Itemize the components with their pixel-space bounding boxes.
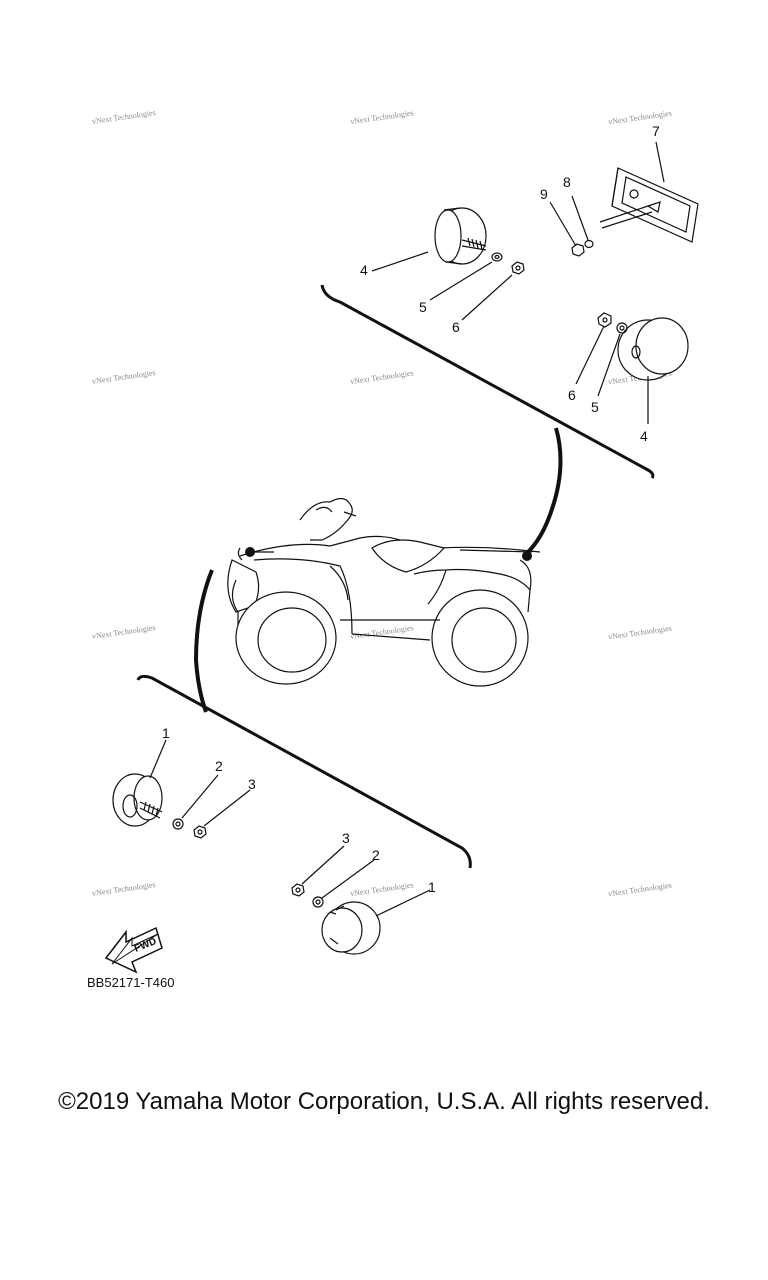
callout-2: 2 — [372, 847, 380, 863]
diagram-code: BB52171-T460 — [87, 975, 175, 990]
watermark: vNext Technologies — [92, 880, 157, 898]
fwd-arrow-icon: FWD — [104, 926, 163, 974]
callout-9: 9 — [540, 186, 548, 202]
rear-left-nut — [511, 261, 525, 275]
front-left-reflector — [112, 773, 163, 827]
callout-6: 6 — [452, 319, 460, 335]
callout-3: 3 — [248, 776, 256, 792]
watermark: vNext Technologies — [608, 881, 673, 899]
front-right-reflector — [321, 901, 381, 955]
watermark: vNext Technologies — [608, 624, 673, 642]
callout-3: 3 — [342, 830, 350, 846]
plate-nut — [571, 243, 585, 257]
callout-2: 2 — [215, 758, 223, 774]
callout-1: 1 — [428, 879, 436, 895]
rear-group — [320, 141, 699, 554]
watermark: vNext Technologies — [608, 109, 673, 127]
callout-7: 7 — [652, 123, 660, 139]
rear-bracket-line — [320, 284, 655, 479]
callout-6: 6 — [568, 387, 576, 403]
atv-illustration — [227, 497, 541, 687]
rear-left-reflector — [434, 207, 487, 265]
callout-4: 4 — [360, 262, 368, 278]
rear-leader — [526, 427, 563, 554]
watermark: vNext Technologies — [92, 108, 157, 126]
callout-1: 1 — [162, 725, 170, 741]
watermark: vNext Technologies — [92, 623, 157, 641]
front-group — [112, 569, 472, 955]
callout-8: 8 — [563, 174, 571, 190]
watermark: vNext Technologies — [92, 368, 157, 386]
callout-4: 4 — [640, 428, 648, 444]
rear-right-washer — [616, 322, 628, 334]
callout-5: 5 — [591, 399, 599, 415]
plate-washer — [584, 239, 594, 249]
watermark: vNext Technologies — [350, 108, 415, 126]
watermark: vNext Technologies — [350, 880, 415, 898]
watermarks: vNext Technologies vNext Technologies vN… — [92, 108, 673, 898]
copyright-text: ©2019 Yamaha Motor Corporation, U.S.A. A… — [58, 1088, 710, 1115]
front-left-nut — [193, 825, 207, 839]
rear-right-reflector — [617, 317, 689, 381]
front-right-nut — [291, 883, 305, 897]
front-right-washer — [312, 896, 324, 908]
front-left-washer — [172, 818, 184, 830]
rear-left-washer — [491, 252, 503, 262]
front-bracket-line — [136, 674, 472, 869]
watermark: vNext Technologies — [350, 368, 415, 386]
callout-5: 5 — [419, 299, 427, 315]
front-leader — [193, 569, 214, 713]
rear-right-nut — [597, 312, 612, 328]
license-plate-light — [599, 167, 699, 243]
